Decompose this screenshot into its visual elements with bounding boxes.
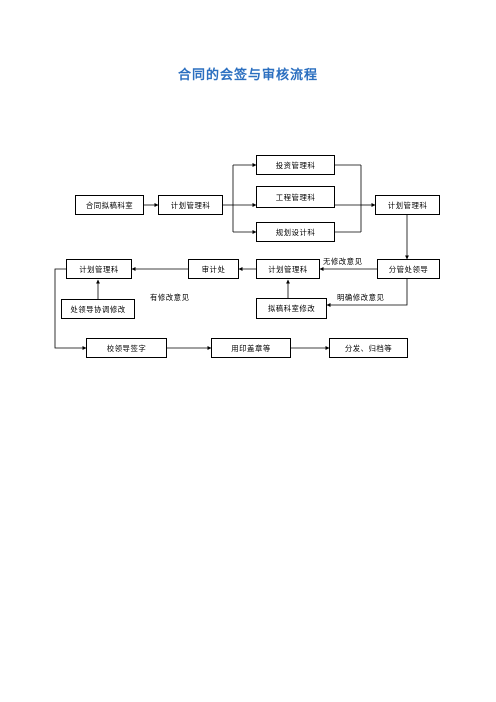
node-drafting-edit: 拟稿科室修改 [256,298,327,319]
node-plan-mgmt-1: 计划管理科 [158,195,223,215]
node-investment-mgmt: 投资管理科 [256,155,335,175]
node-engineering-mgmt: 工程管理科 [256,186,335,208]
arrow-plan4-to-school-leader [54,268,87,350]
node-seal: 用印盖章等 [211,338,291,358]
label-with-comments: 有修改意见 [150,293,190,302]
node-coordination-edit: 处领导协调修改 [61,299,135,319]
node-plan-mgmt-2: 计划管理科 [375,195,440,215]
node-contract-drafting: 合同拟稿科室 [75,195,144,215]
node-division-leader: 分管处领导 [377,259,440,279]
node-plan-mgmt-3: 计划管理科 [256,259,320,279]
node-planning-design: 规划设计科 [256,222,335,242]
label-no-comments: 无修改意见 [323,257,363,266]
arrow-leader-to-drafting-edit [326,279,408,307]
label-clear-comments: 明确修改意见 [337,293,385,302]
node-school-leader-sign: 校领导签字 [86,338,167,358]
node-plan-mgmt-4: 计划管理科 [66,259,132,279]
node-audit-office: 审计处 [188,259,239,279]
node-distribute-archive: 分发、归档等 [329,338,408,358]
page-title: 合同的会签与审核流程 [177,68,318,83]
